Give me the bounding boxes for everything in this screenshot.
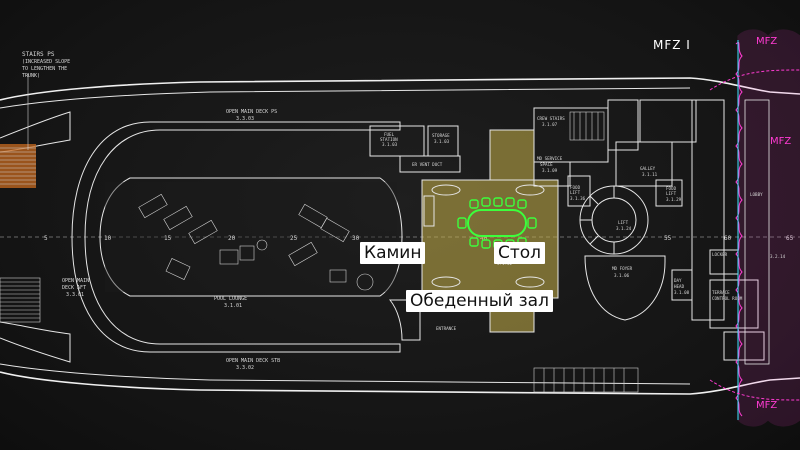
room-open-main-deck-aft-code: 3.3.01 — [66, 292, 84, 298]
stairs-ps-highlight — [0, 144, 36, 188]
room-crew-stairs: CREW STAIRS — [537, 116, 565, 121]
frame-number-15: 15 — [164, 235, 172, 242]
room-crew-stairs-code: 3.1.07 — [542, 122, 558, 127]
room-storage-code: 3.1.03 — [434, 139, 450, 144]
room-open-main-deck-ps-code: 3.3.03 — [236, 116, 254, 122]
room-open-main-deck-ps: OPEN MAIN DECK PS — [226, 109, 277, 115]
foyer-walls — [584, 255, 666, 321]
frame-number-25: 25 — [290, 235, 298, 242]
room-lift: LIFT — [618, 220, 629, 225]
frame-number-10: 10 — [104, 235, 112, 242]
frame-number-5: 5 — [44, 235, 48, 242]
room-pool-lounge-code: 3.1.01 — [224, 303, 242, 309]
room-service-space-1: MD SERVICE — [537, 156, 563, 161]
room-fuel-station-code: 3.1.03 — [382, 142, 398, 147]
side-deck-walkway — [71, 121, 401, 353]
hull-outline — [0, 77, 800, 395]
frame-number-30: 30 — [352, 235, 360, 242]
room-food-lift-a-1: FOOD — [570, 185, 581, 190]
room-food-lift-b-1: FOOD — [666, 186, 677, 191]
stairs-note-line4: TRUNK) — [22, 73, 40, 79]
room-service-space-code: 3.1.09 — [542, 168, 558, 173]
room-open-main-deck-aft-1: OPEN MAIN — [62, 278, 89, 284]
room-fuel-station-1: FUEL — [384, 132, 395, 137]
forward-room-walls — [369, 99, 765, 361]
room-storage: STORAGE — [432, 133, 450, 138]
aft-curve-bottom — [0, 321, 71, 363]
room-service-space-2: SPACE — [540, 162, 553, 167]
stairs-note-line2: (INCREASED SLOPE — [22, 59, 70, 65]
room-er-vent-duct: ER VENT DUCT — [412, 162, 443, 167]
frame-number-20: 20 — [228, 235, 236, 242]
mfz-mid-label: MFZ — [770, 136, 792, 147]
spiral-stair — [579, 185, 649, 255]
lower-stairs — [533, 367, 639, 393]
room-day-head-code: 3.1.08 — [674, 290, 690, 295]
room-entrance: ENTRANCE — [436, 326, 457, 331]
room-pool-lounge: POOL LOUNGE — [214, 296, 247, 302]
dining-highlight-top — [490, 130, 534, 180]
mfz-main-label: MFZ I — [653, 38, 691, 52]
room-food-lift-a-2: LIFT — [570, 190, 581, 195]
room-md-foyer-code: 3.1.06 — [614, 273, 630, 278]
frame-number-60: 60 — [724, 235, 732, 242]
dining-highlight — [422, 180, 558, 298]
room-open-main-deck-stb: OPEN MAIN DECK STB — [226, 358, 280, 364]
mfz-bottom-label: MFZ — [756, 400, 778, 411]
frame-number-55: 55 — [664, 235, 672, 242]
room-md-foyer: MD FOYER — [612, 266, 633, 271]
lounge-furniture — [138, 193, 374, 291]
room-open-main-deck-aft-2: DECK AFT — [62, 285, 86, 291]
label-dining-hall: Обеденный зал — [406, 290, 553, 313]
room-galley-code: 3.1.11 — [642, 172, 658, 177]
label-table: Стол — [494, 242, 546, 265]
stairs-note: STAIRS PS (INCREASED SLOPE TO LENGTHEN T… — [22, 51, 70, 79]
mfz-top-label: MFZ — [756, 36, 778, 47]
room-forward-code: 3.2.14 — [770, 254, 786, 259]
stairs-note-line1: STAIRS PS — [22, 51, 55, 58]
frame-number-65: 65 — [786, 235, 794, 242]
room-locker: LOCKER — [712, 252, 728, 257]
pool-lounge-floor — [105, 182, 397, 292]
room-lift-code: 3.1.24 — [616, 226, 632, 231]
stairs-ps-treads — [0, 147, 36, 185]
label-fireplace: Камин — [360, 242, 426, 265]
lobby-aft-stair — [388, 299, 421, 341]
stairs-stb-treads — [0, 277, 41, 323]
room-food-lift-b-2: LIFT — [666, 191, 677, 196]
room-open-main-deck-stb-code: 3.3.02 — [236, 365, 254, 371]
room-day-head-1: DAY — [674, 278, 682, 283]
room-control-room-2: CONTROL ROOM — [712, 296, 743, 301]
room-fuel-station-2: STATION — [380, 137, 398, 142]
mfz-zone — [709, 29, 800, 427]
room-lobby: LOBBY — [750, 192, 763, 197]
crew-stairs-treads — [569, 111, 605, 141]
room-food-lift-a-code: 3.1.36 — [570, 196, 586, 201]
room-galley: GALLEY — [640, 166, 656, 171]
pool-lounge-boundary — [99, 177, 403, 297]
room-food-lift-b-code: 3.1.29 — [666, 197, 682, 202]
room-day-head-2: HEAD — [674, 284, 685, 289]
room-control-room-1: TERRACE — [712, 290, 730, 295]
stairs-note-line3: TO LENGTHEN THE — [22, 66, 67, 72]
hull-inner-line — [0, 87, 691, 385]
